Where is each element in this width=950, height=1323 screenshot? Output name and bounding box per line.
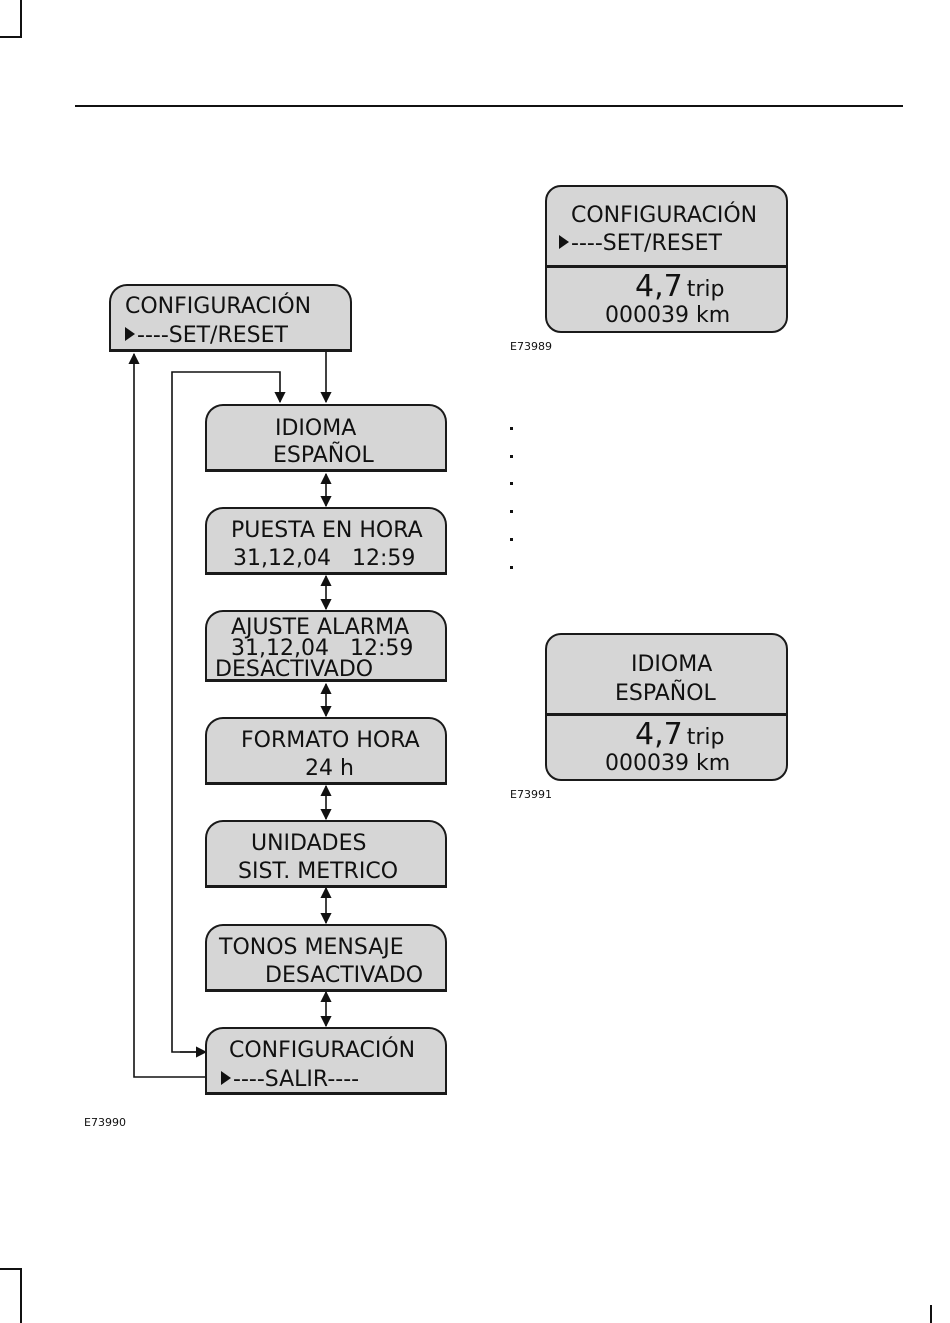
menu-item-line1: IDIOMA [275, 416, 357, 441]
trip-value: 4,7 [635, 717, 683, 752]
config-exit-box: CONFIGURACIÓN ----SALIR---- [205, 1027, 447, 1095]
odometer: 000039 km [605, 751, 731, 776]
crop-mark [930, 1305, 932, 1323]
menu-item-line1: FORMATO HORA [241, 728, 420, 753]
config-start-line2-text: ----SET/RESET [137, 323, 288, 348]
figure-id-display-idioma: E73991 [510, 788, 552, 801]
menu-item-line1: AJUSTE ALARMA [231, 615, 410, 640]
crop-mark [20, 0, 22, 38]
display-line2: ESPAÑOL [615, 681, 716, 706]
bullet-marker [510, 538, 513, 541]
menu-item-line1: TONOS MENSAJE [219, 935, 404, 960]
figure-id-flowchart: E73990 [84, 1116, 126, 1129]
menu-item-line1: PUESTA EN HORA [231, 518, 423, 543]
display-line1: CONFIGURACIÓN [571, 203, 758, 228]
display-line2: ----SET/RESET [559, 231, 722, 256]
config-start-line1: CONFIGURACIÓN [125, 294, 312, 319]
config-start-box: CONFIGURACIÓN ----SET/RESET [109, 284, 352, 352]
bullet-marker [510, 566, 513, 569]
pointer-triangle-icon [125, 327, 135, 341]
menu-item-puesta-en-hora: PUESTA EN HORA 31,12,04 12:59 [205, 507, 447, 575]
display-line2-text: ----SET/RESET [571, 231, 722, 256]
menu-item-formato-hora: FORMATO HORA 24 h [205, 717, 447, 785]
menu-item-line3: DESACTIVADO [215, 657, 374, 682]
figure-id-display-config: E73989 [510, 340, 552, 353]
menu-item-line2: 31,12,04 12:59 [231, 636, 414, 661]
trip-unit: trip [686, 277, 725, 302]
menu-item-line2: 24 h [305, 756, 354, 781]
bullet-marker [510, 482, 513, 485]
bullet-marker [510, 455, 513, 458]
display-line1: IDIOMA [631, 652, 713, 677]
menu-item-line2: ESPAÑOL [273, 443, 374, 468]
menu-item-line2: SIST. METRICO [238, 859, 399, 884]
menu-item-idioma: IDIOMA ESPAÑOL [205, 404, 447, 472]
trip-unit: trip [686, 725, 725, 750]
pointer-triangle-icon [221, 1071, 231, 1085]
menu-item-line1: UNIDADES [251, 831, 367, 856]
crop-mark [20, 1268, 22, 1323]
trip-value: 4,7 [635, 269, 683, 304]
display-top-section [547, 635, 786, 716]
display-top-section [547, 187, 786, 268]
header-rule [75, 105, 903, 107]
odometer: 000039 km [605, 303, 731, 328]
menu-item-tonos-mensaje: TONOS MENSAJE DESACTIVADO [205, 924, 447, 992]
loop-exit-to-start [128, 352, 207, 1078]
config-exit-line2-text: ----SALIR---- [233, 1067, 360, 1092]
crop-mark [0, 1268, 20, 1270]
config-exit-line2: ----SALIR---- [221, 1066, 359, 1093]
menu-item-line2: 31,12,04 12:59 [233, 546, 416, 571]
menu-item-line2: DESACTIVADO [265, 963, 424, 988]
pointer-triangle-icon [559, 235, 569, 249]
menu-item-unidades: UNIDADES SIST. METRICO [205, 820, 447, 888]
config-exit-line1: CONFIGURACIÓN [229, 1038, 416, 1063]
menu-item-ajuste-alarma: AJUSTE ALARMA 31,12,04 12:59 DESACTIVADO [205, 610, 447, 682]
bullet-marker [510, 427, 513, 430]
bullet-marker [510, 510, 513, 513]
config-start-line2: ----SET/RESET [125, 322, 288, 349]
crop-mark [0, 36, 20, 38]
